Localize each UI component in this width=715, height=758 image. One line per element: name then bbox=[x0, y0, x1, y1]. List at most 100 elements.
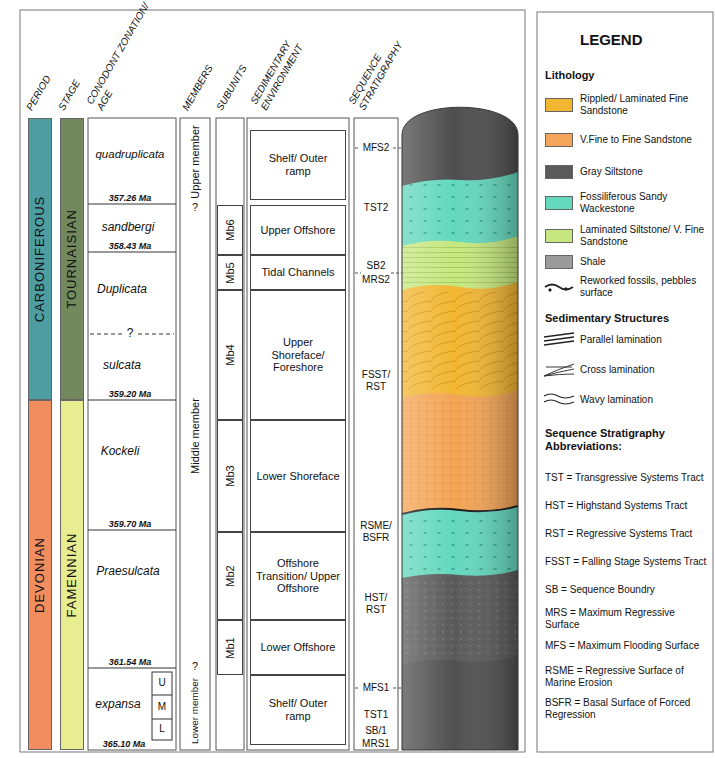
pebble-dot bbox=[549, 289, 551, 291]
conodont-zone-label: 357.26 Ma bbox=[109, 193, 152, 203]
abbreviation-note: HST = Highstand Systems Tract bbox=[545, 500, 710, 512]
legend-heading: Sedimentary Structures bbox=[545, 312, 669, 325]
legend-swatch bbox=[545, 165, 573, 179]
conodont-zone-label: 361.54 Ma bbox=[109, 657, 152, 667]
conodont-zone-label: sandbergi bbox=[102, 221, 155, 235]
abbreviation-note: FSST = Falling Stage Systems Tract bbox=[545, 556, 710, 568]
environment-box: Lower Shoreface bbox=[250, 420, 346, 532]
environment-box: Upper Offshore bbox=[250, 205, 346, 255]
legend-text: Cross lamination bbox=[580, 364, 708, 376]
pebble-dot bbox=[565, 288, 567, 290]
legend-heading: LEGEND bbox=[580, 31, 643, 48]
conodont-zone-label: sulcata bbox=[103, 359, 141, 373]
conodont-zone-label: Kockeli bbox=[101, 445, 140, 459]
zone-line-dashed bbox=[90, 334, 122, 335]
legend-swatch bbox=[545, 229, 573, 243]
unit-label: Mb6 bbox=[224, 219, 237, 240]
legend-text: Rippled/ Laminated Fine Sandstone bbox=[580, 93, 708, 117]
conodont-zone-label: M bbox=[158, 701, 166, 713]
sequence-column bbox=[354, 118, 398, 750]
conodont-zone-label: 365.10 Ma bbox=[103, 739, 146, 749]
environment-label: Upper Offshore bbox=[260, 224, 335, 237]
sequence-label: FSST/ RST bbox=[359, 369, 393, 392]
surface-tick bbox=[355, 273, 361, 274]
conodont-zone-label: 358.43 Ma bbox=[109, 241, 152, 251]
member-band: Upper member bbox=[181, 124, 209, 200]
environment-box: Upper Shoreface/ Foreshore bbox=[250, 290, 346, 420]
zone-line-dashed bbox=[138, 334, 174, 335]
sequence-label: MRS1 bbox=[362, 738, 390, 750]
environment-column bbox=[247, 118, 349, 750]
environment-label: Shelf/ Outer ramp bbox=[256, 152, 340, 177]
legend-text: Parallel lamination bbox=[580, 334, 708, 346]
abbreviation-note: RSME = Regressive Surface of Marine Eros… bbox=[545, 665, 710, 688]
legend-samples bbox=[544, 285, 574, 405]
legend-text: Gray Siltstone bbox=[580, 166, 708, 178]
legend-heading: Sequence Stratigraphy Abbreviations: bbox=[545, 427, 705, 452]
parallel-lamination-sample bbox=[544, 333, 574, 345]
legend-swatch bbox=[545, 255, 573, 269]
environment-box: Tidal Channels bbox=[250, 255, 346, 290]
subunit-box: Mb2 bbox=[217, 532, 243, 620]
zone-line bbox=[88, 400, 176, 401]
environment-label: Lower Offshore bbox=[260, 641, 335, 654]
environment-label: Upper Shoreface/ Foreshore bbox=[256, 336, 340, 374]
period-stage-band: CARBONIFEROUS bbox=[28, 118, 52, 400]
environment-box: Offshore Transition/ Upper Offshore bbox=[250, 532, 346, 620]
unit-label: Middle member bbox=[189, 398, 202, 474]
unit-label: Mb5 bbox=[224, 262, 237, 283]
subunit-box: Mb3 bbox=[217, 420, 243, 532]
environment-label: Offshore Transition/ Upper Offshore bbox=[256, 557, 340, 595]
subunits-column bbox=[216, 118, 244, 750]
uncertain-boundary: ? bbox=[192, 660, 198, 673]
sequence-label: MFS2 bbox=[363, 142, 390, 154]
cylinder-outline bbox=[402, 107, 518, 750]
sequence-label: MFS1 bbox=[363, 682, 390, 694]
environment-label: Tidal Channels bbox=[262, 266, 335, 279]
unit-label: Mb4 bbox=[224, 344, 237, 365]
legend-swatch bbox=[545, 98, 573, 112]
unit-label: Mb3 bbox=[224, 465, 237, 486]
sequence-label: TST1 bbox=[364, 709, 388, 721]
legend-frame bbox=[537, 12, 713, 752]
sequence-label: MRS2 bbox=[362, 274, 390, 286]
sequence-label: TST2 bbox=[364, 202, 388, 214]
unit-label: Lower member bbox=[189, 678, 200, 744]
environment-box: Shelf/ Outer ramp bbox=[250, 675, 346, 745]
zone-line bbox=[88, 530, 176, 531]
legend-text: Laminated Siltstone/ V. Fine Sandstone bbox=[580, 224, 708, 248]
conodont-zone-label: Praesulcata bbox=[96, 565, 159, 579]
cylinder-shading bbox=[402, 95, 518, 755]
zone-boundaries bbox=[88, 204, 176, 668]
environment-label: Lower Shoreface bbox=[256, 470, 339, 483]
surface-tick bbox=[355, 148, 360, 149]
legend-text: Shale bbox=[580, 256, 708, 268]
members-column bbox=[180, 118, 210, 750]
conodont-zone-label: expansa bbox=[95, 698, 140, 712]
conodont-zone-label: Duplicata bbox=[97, 283, 147, 297]
uncertain-boundary: ? bbox=[192, 201, 198, 214]
conodont-zone-label: U bbox=[158, 677, 165, 689]
zone-line bbox=[88, 204, 176, 205]
period-stage-band: TOURNAISIAN bbox=[60, 118, 84, 400]
unit-label: Upper member bbox=[189, 125, 202, 198]
conodont-zone-label: quadruplicata bbox=[95, 148, 164, 161]
unit-label: DEVONIAN bbox=[33, 537, 48, 613]
conodont-zone-label: ? bbox=[127, 327, 134, 341]
subunit-box: Mb1 bbox=[217, 620, 243, 675]
conodont-zone-label: 359.20 Ma bbox=[109, 389, 152, 399]
period-stage-band: DEVONIAN bbox=[28, 400, 52, 750]
subzone-box bbox=[152, 672, 172, 740]
unit-label: Mb2 bbox=[224, 565, 237, 586]
conodont-column bbox=[88, 118, 176, 750]
period-stage-band: FAMENNIAN bbox=[60, 400, 84, 750]
conodont-zone-label: L bbox=[159, 723, 165, 735]
legend-swatch bbox=[545, 196, 573, 210]
surface-tick bbox=[355, 688, 360, 689]
subunit-box: Mb5 bbox=[217, 255, 243, 290]
sequence-label: HST/ RST bbox=[359, 592, 393, 615]
cross-lamination-sample bbox=[544, 364, 574, 376]
unit-label: TOURNAISIAN bbox=[65, 209, 80, 309]
unit-label: FAMENNIAN bbox=[65, 533, 80, 618]
